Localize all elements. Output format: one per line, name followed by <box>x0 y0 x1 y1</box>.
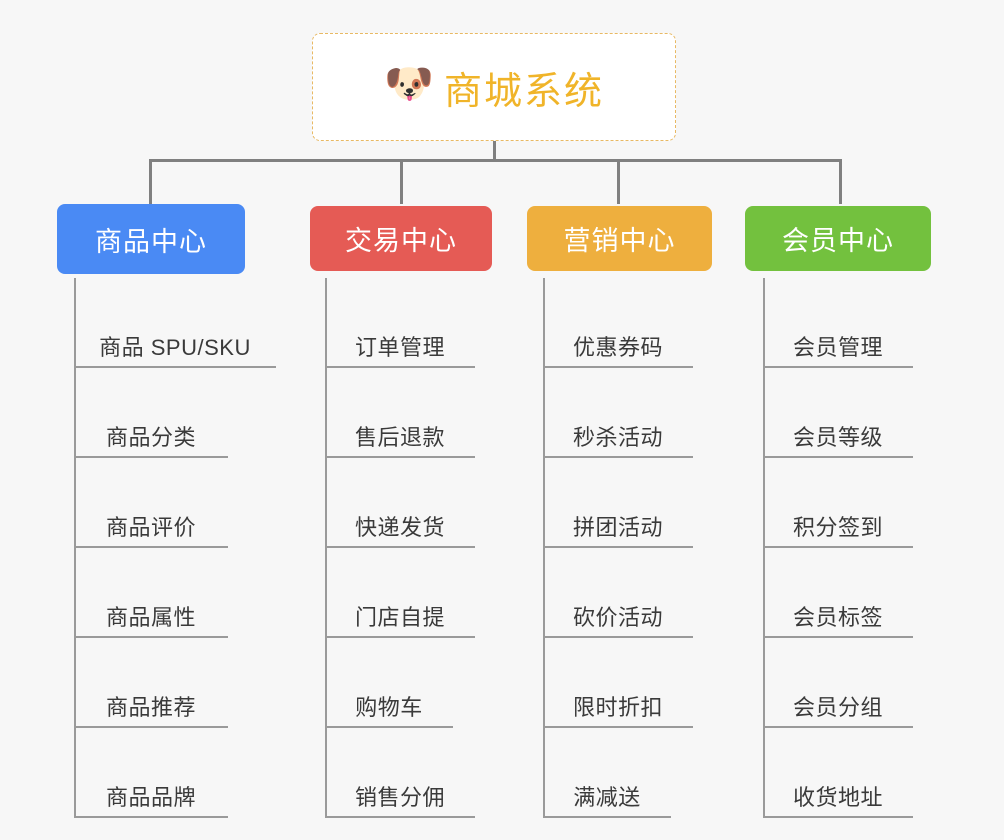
leaf-item-label: 商品推荐 <box>105 695 196 720</box>
category-box-trade-center[interactable]: 交易中心 <box>310 206 492 271</box>
leaf-item[interactable]: 订单管理 <box>325 278 475 368</box>
leaf-item[interactable]: 售后退款 <box>325 368 475 458</box>
leaf-item-label: 限时折扣 <box>572 695 663 720</box>
leaf-item-label: 商品分类 <box>105 425 196 450</box>
leaf-item[interactable]: 会员分组 <box>763 638 913 728</box>
leaf-item[interactable]: 会员标签 <box>763 548 913 638</box>
leaf-item-label: 订单管理 <box>354 335 445 360</box>
leaf-item[interactable]: 快递发货 <box>325 458 475 548</box>
leaf-item[interactable]: 商品 SPU/SKU <box>74 278 276 368</box>
connector-drop-category-2 <box>400 159 403 204</box>
leaf-item[interactable]: 会员管理 <box>763 278 913 368</box>
leaf-item-label: 售后退款 <box>354 425 445 450</box>
leaf-spine <box>325 278 327 818</box>
leaf-item-label: 积分签到 <box>792 515 883 540</box>
leaf-item-label: 会员分组 <box>792 695 883 720</box>
leaf-item-label: 砍价活动 <box>572 605 663 630</box>
connector-root-stem <box>493 141 496 161</box>
leaf-item[interactable]: 拼团活动 <box>543 458 693 548</box>
leaf-item[interactable]: 销售分佣 <box>325 728 475 818</box>
category-label: 会员中心 <box>782 226 894 256</box>
root-node-title: 商城系统 <box>443 70 604 113</box>
leaf-item-label: 商品评价 <box>105 515 196 540</box>
leaf-item-label: 商品 SPU/SKU <box>99 335 251 360</box>
leaf-item-label: 销售分佣 <box>354 785 445 810</box>
leaf-spine <box>543 278 545 818</box>
leaf-item-label: 拼团活动 <box>572 515 663 540</box>
category-label: 营销中心 <box>563 226 676 256</box>
connector-horizontal-bus <box>149 159 842 162</box>
leaf-item[interactable]: 商品分类 <box>74 368 228 458</box>
leaf-item[interactable]: 会员等级 <box>763 368 913 458</box>
leaf-item[interactable]: 积分签到 <box>763 458 913 548</box>
leaf-spine <box>74 278 76 818</box>
leaf-item-label: 会员等级 <box>792 425 883 450</box>
category-label: 交易中心 <box>345 226 457 256</box>
leaf-item-label: 购物车 <box>355 695 423 720</box>
leaf-item-label: 会员管理 <box>792 335 883 360</box>
leaf-item[interactable]: 收货地址 <box>763 728 913 818</box>
root-node-mall-system[interactable]: 🐶 商城系统 <box>312 33 676 141</box>
category-box-marketing-center[interactable]: 营销中心 <box>527 206 712 271</box>
leaf-item[interactable]: 砍价活动 <box>543 548 693 638</box>
leaf-item[interactable]: 优惠券码 <box>543 278 693 368</box>
leaf-item-label: 商品品牌 <box>105 785 196 810</box>
connector-drop-category-1 <box>149 159 152 204</box>
shiba-dog-face-icon: 🐶 <box>383 62 434 106</box>
leaf-item[interactable]: 购物车 <box>325 638 453 728</box>
category-box-member-center[interactable]: 会员中心 <box>745 206 931 271</box>
leaf-item[interactable]: 限时折扣 <box>543 638 693 728</box>
leaf-item-label: 收货地址 <box>792 785 883 810</box>
leaf-item[interactable]: 商品评价 <box>74 458 228 548</box>
leaf-item[interactable]: 满减送 <box>543 728 671 818</box>
leaf-item[interactable]: 商品推荐 <box>74 638 228 728</box>
leaf-item-label: 会员标签 <box>792 605 883 630</box>
leaf-item-label: 门店自提 <box>354 605 445 630</box>
leaf-item[interactable]: 秒杀活动 <box>543 368 693 458</box>
leaf-item[interactable]: 门店自提 <box>325 548 475 638</box>
leaf-item-label: 优惠券码 <box>572 335 663 360</box>
connector-drop-category-4 <box>839 159 842 204</box>
category-box-product-center[interactable]: 商品中心 <box>57 204 245 274</box>
leaf-item-label: 商品属性 <box>105 605 196 630</box>
connector-drop-category-3 <box>617 159 620 204</box>
category-label: 商品中心 <box>95 226 207 257</box>
leaf-item-label: 满减送 <box>573 785 641 810</box>
leaf-item-label: 快递发货 <box>354 515 445 540</box>
leaf-item[interactable]: 商品属性 <box>74 548 228 638</box>
leaf-item[interactable]: 商品品牌 <box>74 728 228 818</box>
leaf-spine <box>763 278 765 818</box>
leaf-item-label: 秒杀活动 <box>572 425 663 450</box>
